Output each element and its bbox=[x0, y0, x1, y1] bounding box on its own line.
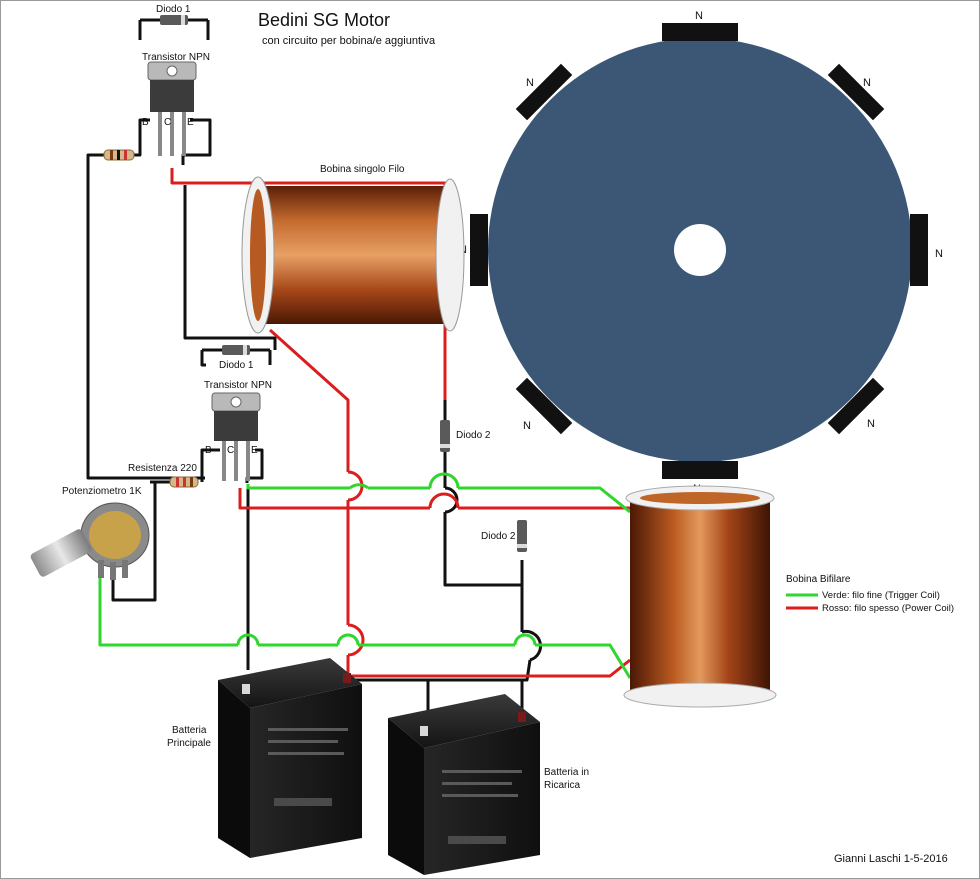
coil-single-label: Bobina singolo Filo bbox=[320, 164, 405, 175]
battery-main-label-2: Principale bbox=[167, 738, 211, 749]
resistor-top bbox=[103, 149, 135, 161]
pin-c-label: C bbox=[164, 117, 171, 128]
magnet-bottom bbox=[662, 461, 738, 479]
diode-1-top bbox=[140, 15, 208, 25]
green-wires bbox=[98, 472, 632, 679]
resistor-220 bbox=[169, 476, 199, 488]
resistor-label: Resistenza 220 bbox=[128, 463, 197, 474]
battery-charging-label-2: Ricarica bbox=[544, 780, 581, 791]
coil-single-wire bbox=[241, 176, 465, 334]
pin-e-label: E bbox=[187, 117, 194, 128]
battery-charging bbox=[388, 694, 540, 875]
transistor-npn-top bbox=[147, 61, 197, 156]
pin-e-label: E bbox=[251, 445, 258, 456]
rotor: N N N N N N N N bbox=[459, 10, 943, 495]
diode-2-a-label: Diodo 2 bbox=[456, 430, 491, 441]
legend-red-label: Rosso: filo spesso (Power Coil) bbox=[822, 603, 954, 614]
magnet-right bbox=[910, 214, 928, 286]
magnet-top-left bbox=[515, 63, 573, 121]
diagram-subtitle: con circuito per bobina/e aggiuntiva bbox=[262, 35, 436, 47]
potentiometer-label: Potenziometro 1K bbox=[62, 486, 142, 497]
battery-charging-label-1: Batteria in bbox=[544, 767, 589, 778]
potentiometer bbox=[30, 502, 150, 580]
pole-label: N bbox=[867, 418, 875, 430]
diagram-title: Bedini SG Motor bbox=[258, 10, 390, 30]
black-wires bbox=[86, 20, 543, 725]
diode-1-top-label: Diodo 1 bbox=[156, 4, 191, 15]
pole-label: N bbox=[523, 420, 531, 432]
transistor-mid-label: Transistor NPN bbox=[204, 380, 272, 391]
battery-main bbox=[218, 658, 362, 858]
diode-2-a bbox=[440, 420, 450, 452]
pole-label: N bbox=[526, 77, 534, 89]
battery-main-label-1: Batteria bbox=[172, 725, 207, 736]
magnet-bottom-right bbox=[827, 377, 885, 435]
pin-c-label: C bbox=[227, 445, 234, 456]
credit-label: Gianni Laschi 1-5-2016 bbox=[834, 853, 948, 865]
coil-bifilar bbox=[623, 485, 777, 708]
pin-b-label: B bbox=[205, 445, 212, 456]
transistor-npn-mid bbox=[211, 392, 261, 481]
magnet-top bbox=[662, 23, 738, 41]
diode-2-b-label: Diodo 2 bbox=[481, 531, 516, 542]
magnet-bottom-left bbox=[515, 377, 573, 435]
diode-2-b bbox=[517, 520, 527, 552]
rotor-hub bbox=[674, 224, 726, 276]
pole-label: N bbox=[935, 248, 943, 260]
legend-green-label: Verde: filo fine (Trigger Coil) bbox=[822, 590, 940, 601]
magnet-top-right bbox=[827, 63, 885, 121]
pin-b-label: B bbox=[142, 117, 149, 128]
pole-label: N bbox=[695, 10, 703, 22]
magnet-left bbox=[470, 214, 488, 286]
pole-label: N bbox=[863, 77, 871, 89]
transistor-top-label: Transistor NPN bbox=[142, 52, 210, 63]
diode-1-mid-label: Diodo 1 bbox=[219, 360, 254, 371]
coil-bifilar-label: Bobina Bifilare bbox=[786, 574, 851, 585]
diode-1-mid bbox=[202, 345, 270, 355]
